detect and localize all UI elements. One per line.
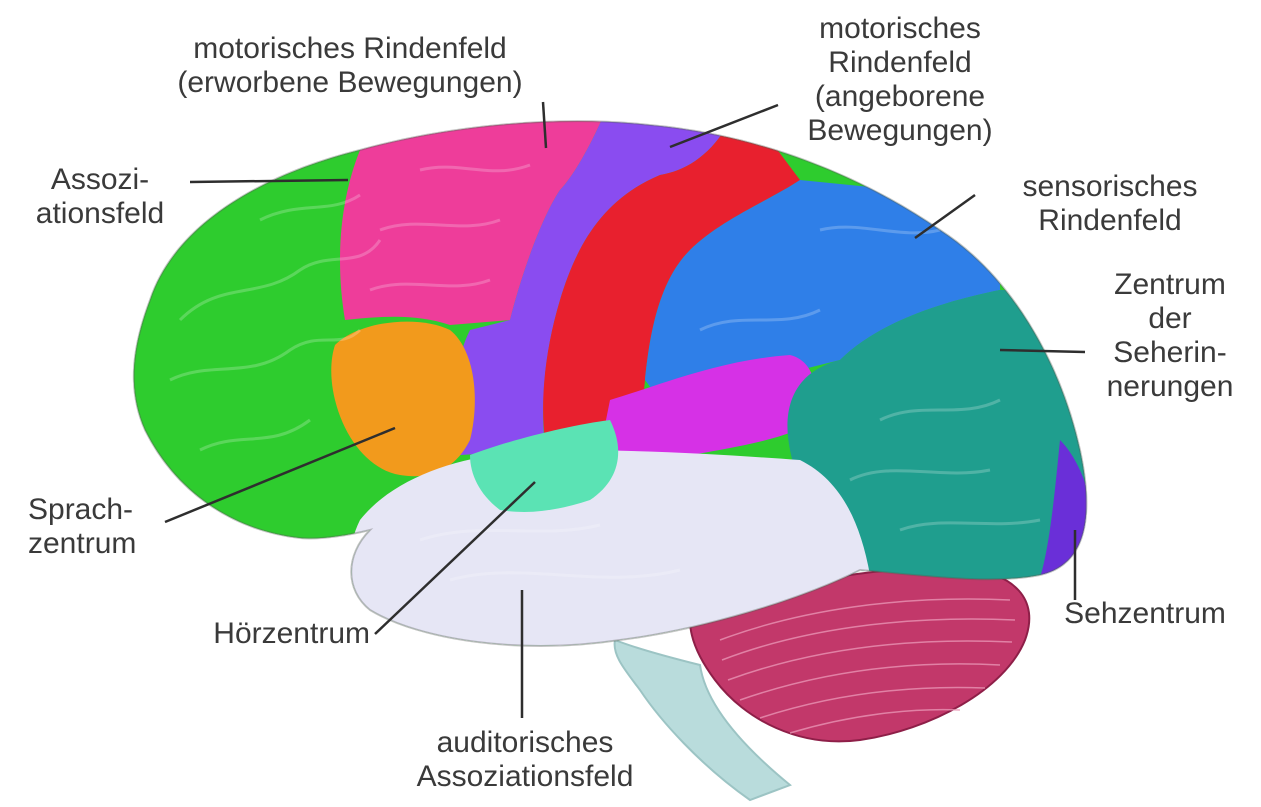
label-line: Assozi- <box>10 163 190 197</box>
label-speech: Sprach- zentrum <box>28 493 228 561</box>
label-line: sensorisches <box>970 170 1250 204</box>
label-line: Sprach- <box>28 493 228 527</box>
label-line: Rindenfeld <box>970 204 1250 238</box>
label-line: motorisches <box>760 12 1040 46</box>
label-line: Assoziationsfeld <box>370 760 680 794</box>
label-line: der <box>1080 302 1260 336</box>
label-line: Sehzentrum <box>1030 597 1260 631</box>
label-line: Rindenfeld <box>760 46 1040 80</box>
label-line: Hörzentrum <box>110 617 370 651</box>
label-line: Bewegungen) <box>760 114 1040 148</box>
label-line: motorisches Rindenfeld <box>100 32 600 66</box>
label-line: nerungen <box>1080 370 1260 404</box>
label-visual-center: Sehzentrum <box>1030 597 1260 631</box>
label-line: auditorisches <box>370 726 680 760</box>
label-motor-acquired: motorisches Rindenfeld (erworbene Bewegu… <box>100 32 600 100</box>
label-line: (angeborene <box>760 80 1040 114</box>
label-line: zentrum <box>28 527 228 561</box>
label-auditory-association: auditorisches Assoziationsfeld <box>370 726 680 794</box>
label-line: Seherin- <box>1080 336 1260 370</box>
label-hearing: Hörzentrum <box>110 617 370 651</box>
label-visual-memory: Zentrum der Seherin- nerungen <box>1080 268 1260 404</box>
label-line: Zentrum <box>1080 268 1260 302</box>
label-line: (erworbene Bewegungen) <box>100 66 600 100</box>
leader-sensory <box>915 195 975 238</box>
label-sensory: sensorisches Rindenfeld <box>970 170 1250 238</box>
label-association: Assozi- ationsfeld <box>10 163 190 231</box>
label-motor-innate: motorisches Rindenfeld (angeborene Beweg… <box>760 12 1040 148</box>
label-line: ationsfeld <box>10 197 190 231</box>
